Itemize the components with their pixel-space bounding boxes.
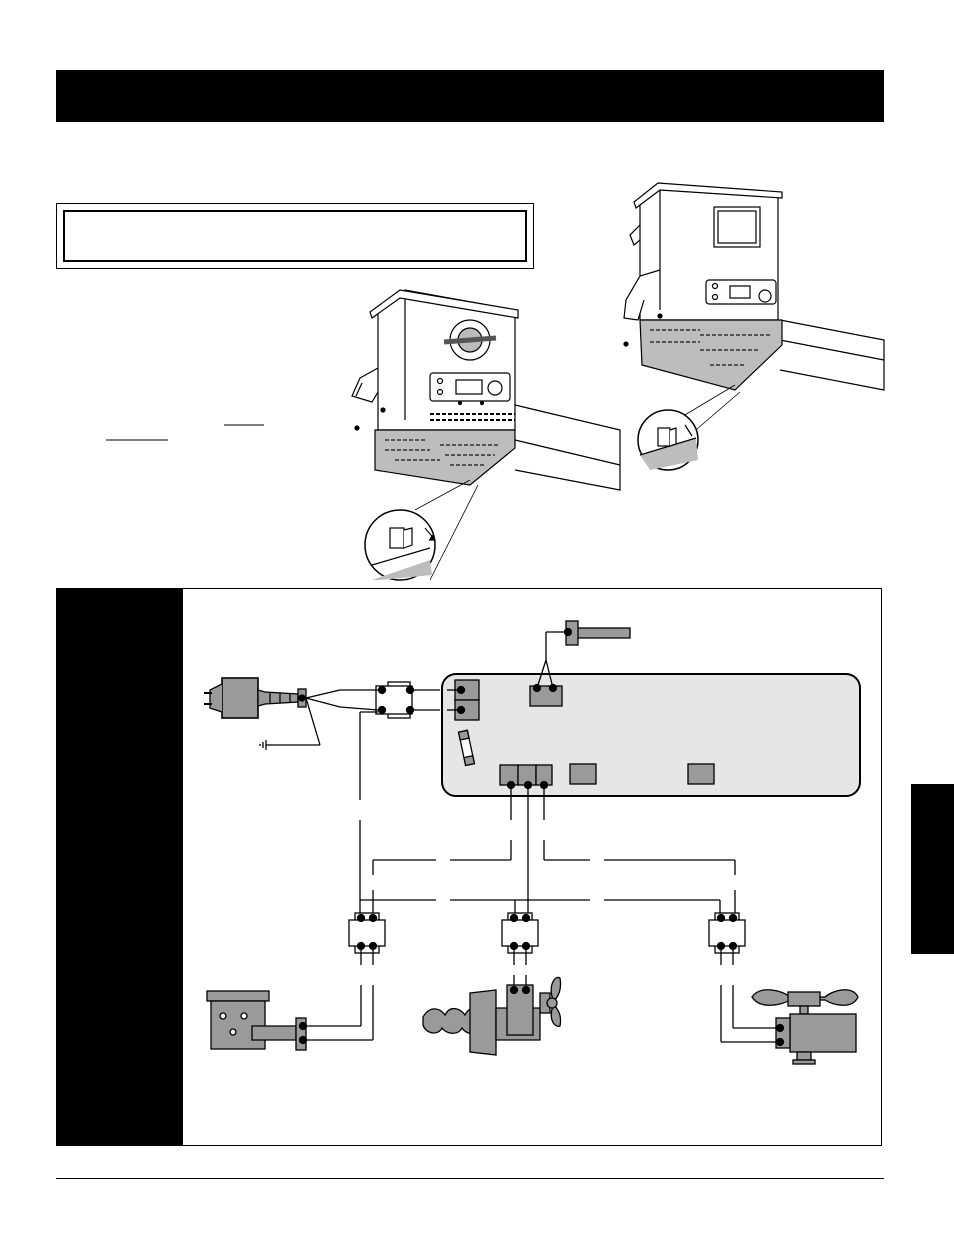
wiring-diagram-side-label xyxy=(57,589,183,1145)
section-tab xyxy=(911,784,954,954)
warning-inner-frame xyxy=(63,210,527,262)
warning-box xyxy=(56,203,534,269)
page-subtitle xyxy=(56,160,576,180)
page-title-bar xyxy=(56,70,884,122)
wiring-diagram-panel xyxy=(56,588,882,1146)
footer-text xyxy=(56,1185,884,1201)
footer-rule xyxy=(56,1178,884,1179)
instructions-text xyxy=(60,290,330,490)
